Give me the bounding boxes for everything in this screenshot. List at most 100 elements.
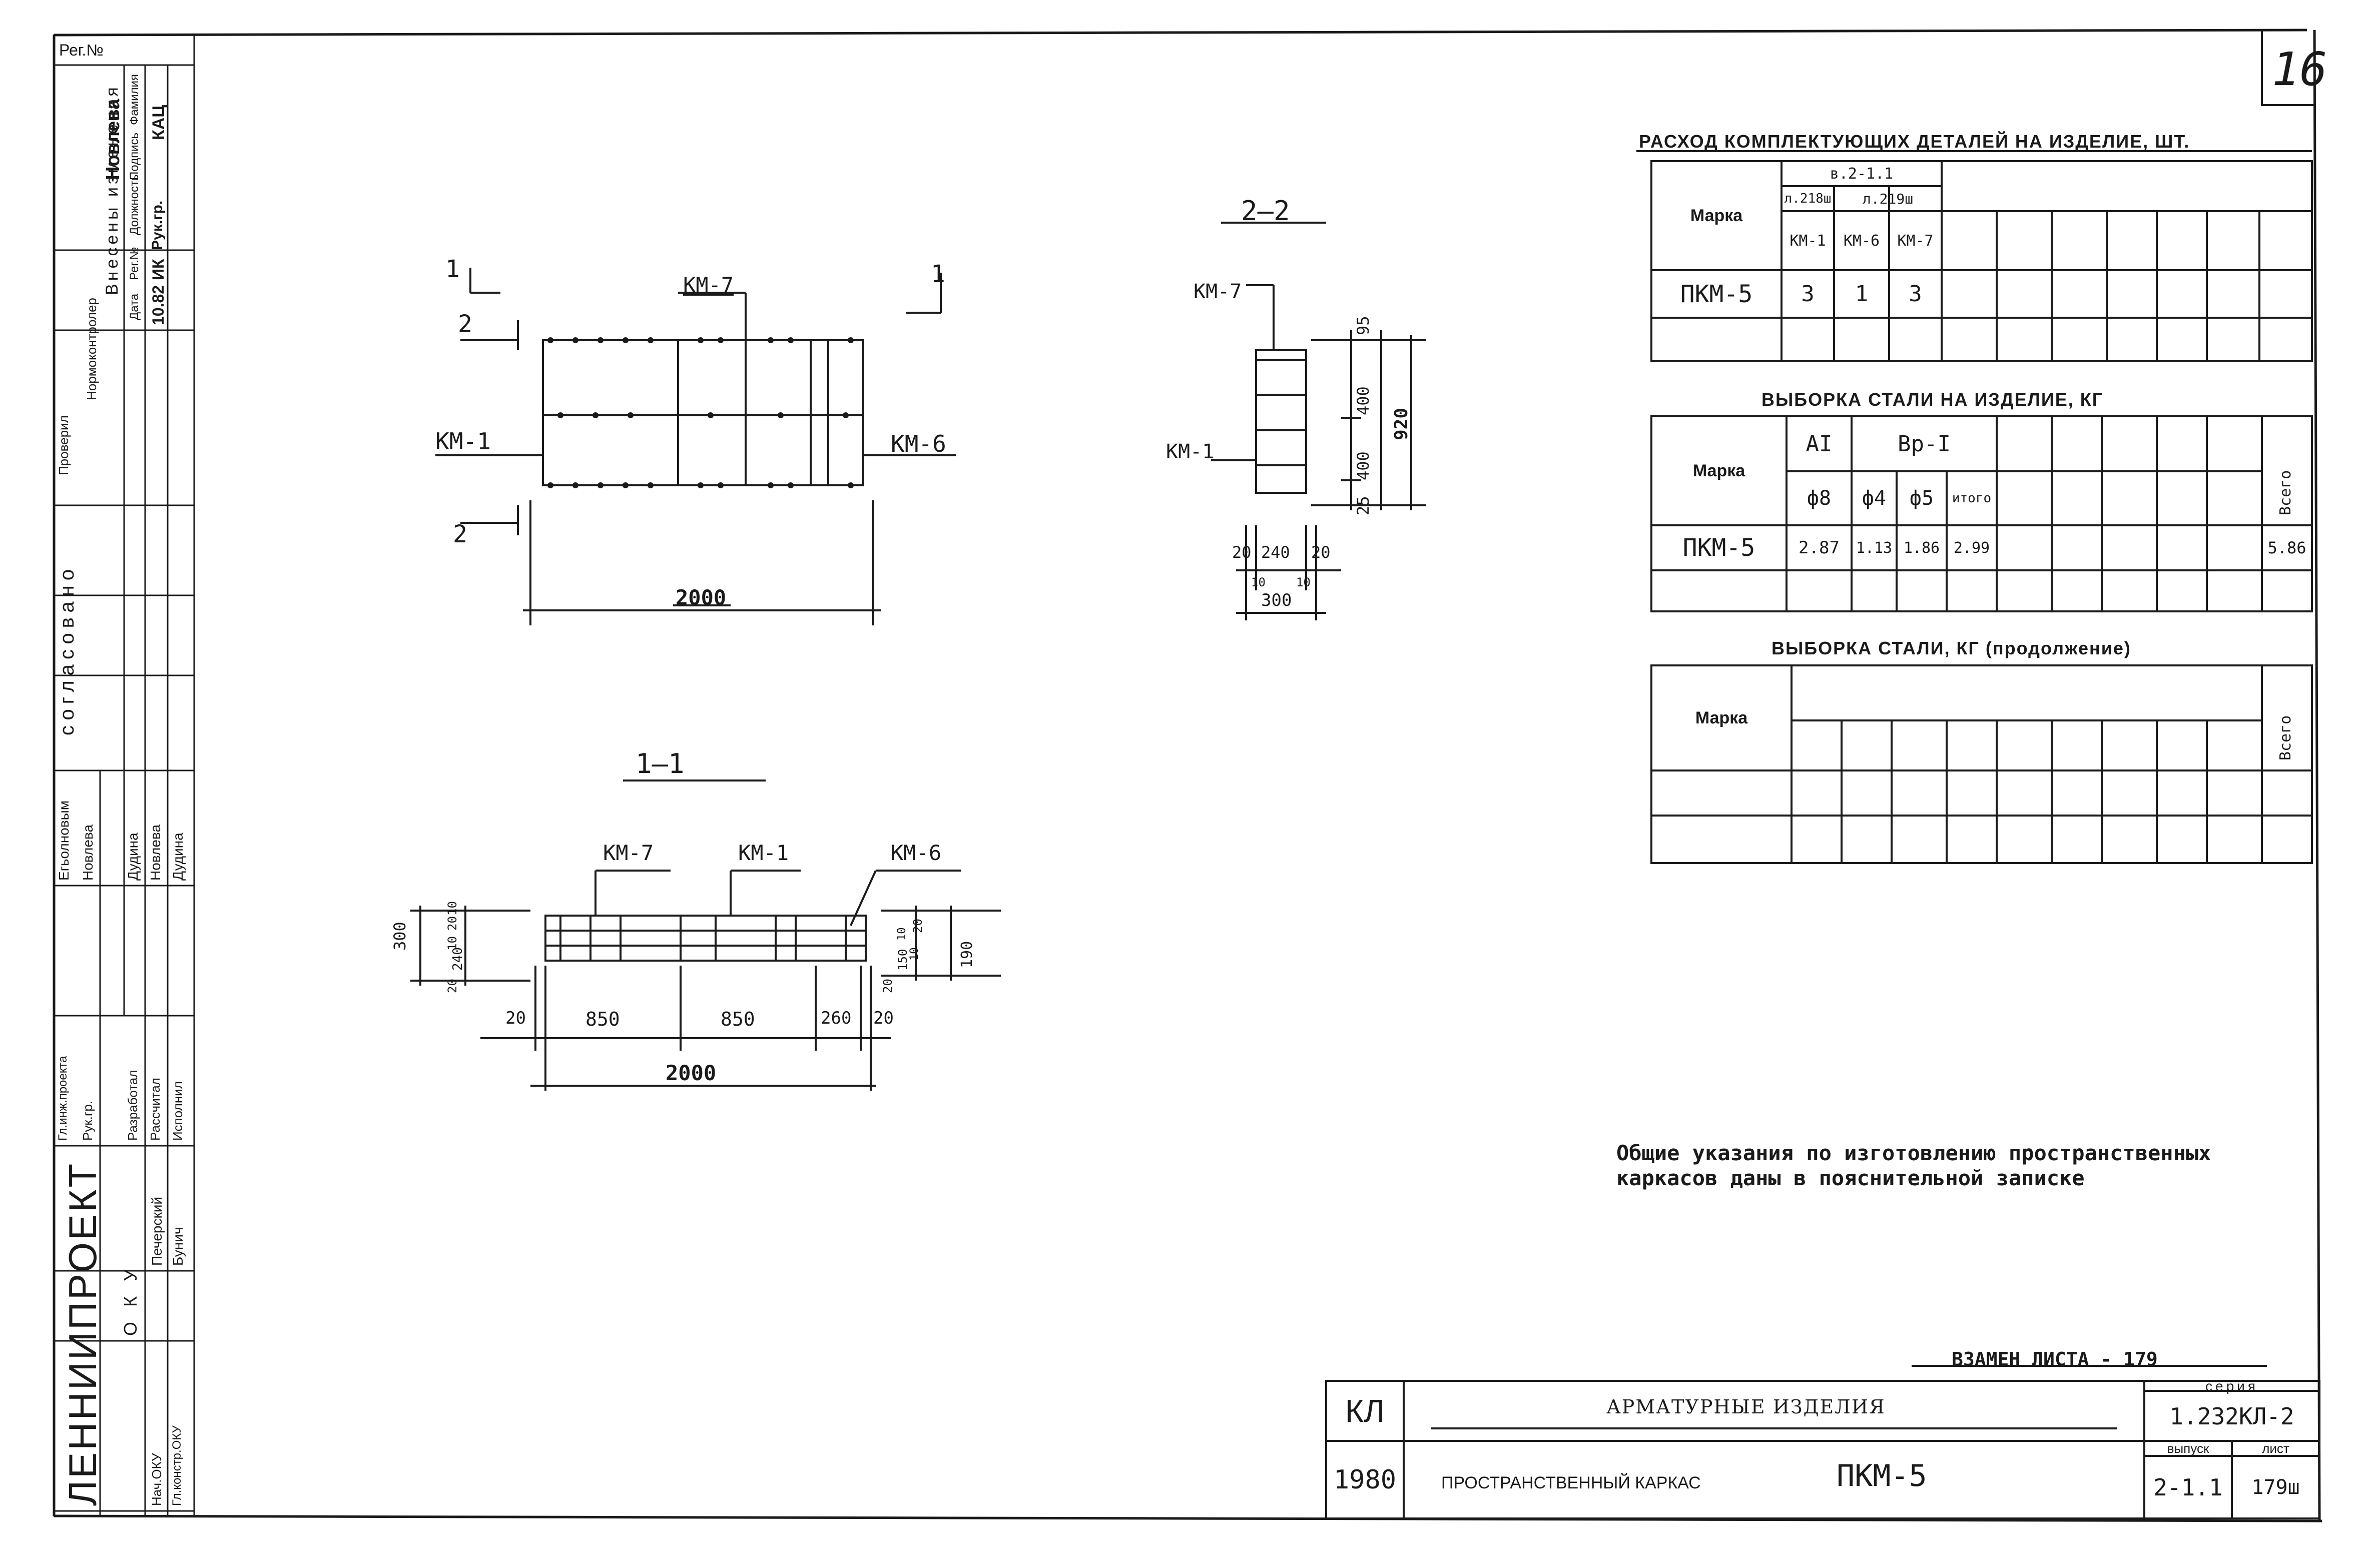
section-mark-2-top: 2 bbox=[458, 310, 472, 338]
plan-view bbox=[435, 268, 956, 625]
table2-value-a1: 2.87 bbox=[1799, 538, 1840, 558]
table1-value-km1: 3 bbox=[1801, 281, 1815, 307]
section11-right-dim-10a: 10 bbox=[896, 927, 908, 941]
section11-label-km7: КМ-7 bbox=[603, 841, 654, 865]
section11-label-km1: КМ-1 bbox=[738, 841, 789, 865]
title-block-code: КЛ bbox=[1345, 1393, 1385, 1429]
section22-total-width: 300 bbox=[1261, 590, 1292, 610]
section11-left-dim-10b: 10 bbox=[445, 901, 459, 916]
person-3: Дудина bbox=[125, 833, 141, 881]
section11-label-km6: КМ-6 bbox=[891, 841, 942, 865]
role-calculated: Рассчитал bbox=[148, 1078, 163, 1141]
table1-marka-header: Марка bbox=[1690, 206, 1743, 225]
table2-marka-header: Марка bbox=[1692, 461, 1745, 480]
section22-dim-400a: 400 bbox=[1354, 386, 1373, 415]
section11-right-dim-150: 150 bbox=[896, 949, 910, 971]
section11-right-dim-20a: 20 bbox=[911, 919, 925, 933]
sheet-frame bbox=[53, 29, 2322, 1522]
section11-right-dim-10b: 10 bbox=[908, 947, 921, 961]
table2-value-itogo: 2.99 bbox=[1953, 539, 1990, 557]
col-label-reg: Рег.№ bbox=[128, 247, 141, 280]
title-block-seriya-value: 1.232КЛ-2 bbox=[2169, 1403, 2294, 1430]
title-block-grid bbox=[1325, 1365, 2320, 1519]
change-reg: ИК bbox=[149, 259, 167, 280]
table2-class-vr1: Вр-I bbox=[1898, 431, 1951, 457]
organization-name: ЛЕННИИПРОЕКТ bbox=[61, 1161, 105, 1506]
section11-right-dim-190: 190 bbox=[958, 941, 976, 968]
section11-title: 1—1 bbox=[636, 748, 685, 779]
table2-col-d4: ф4 bbox=[1862, 487, 1887, 510]
normokontroler-label: Нормоконтролер bbox=[84, 298, 99, 400]
person-1: Егьолновым bbox=[56, 800, 72, 881]
table1-sheet-2: л.219ш bbox=[1862, 190, 1914, 207]
section22-label-km1: КМ-1 bbox=[1166, 440, 1215, 463]
section-mark-1-right: 1 bbox=[931, 260, 945, 288]
section-22-view bbox=[1211, 222, 1426, 620]
plan-label-km7: КМ-7 bbox=[683, 273, 734, 297]
table1-col-km1: КМ-1 bbox=[1790, 232, 1826, 250]
title-block-seriya-label: серия bbox=[2205, 1378, 2258, 1394]
table2-col-vsego: Всего bbox=[2277, 470, 2294, 515]
change-position: Рук.гр. bbox=[149, 200, 166, 250]
title-block-line2: ПРОСТРАНСТВЕННЫЙ КАРКАС bbox=[1441, 1473, 1701, 1492]
section22-dim-10b: 10 bbox=[1296, 575, 1311, 589]
section-11-view bbox=[410, 779, 1001, 1091]
table1-grid bbox=[1636, 150, 2313, 362]
sheet-number: 16 bbox=[2272, 43, 2327, 96]
section22-dim-95: 95 bbox=[1354, 316, 1373, 335]
section22-title: 2—2 bbox=[1241, 195, 1290, 227]
table2-grid bbox=[1650, 415, 2313, 612]
table1-sheet-1: л.218ш bbox=[1784, 191, 1832, 206]
section22-dim-20a: 20 bbox=[1232, 543, 1252, 562]
title-block-year: 1980 bbox=[1333, 1464, 1397, 1495]
section22-total-height: 920 bbox=[1391, 407, 1412, 440]
title-block-list-label: лист bbox=[2262, 1440, 2289, 1456]
general-note-line1: Общие указания по изготовлению пространс… bbox=[1616, 1141, 2211, 1165]
section11-left-dim-20b: 20 bbox=[445, 979, 459, 993]
table2-col-d5: ф5 bbox=[1909, 487, 1934, 510]
title-block-vypusk-value: 2-1.1 bbox=[2153, 1473, 2223, 1501]
table2-class-a1: АI bbox=[1806, 431, 1833, 457]
table3-marka-header: Марка bbox=[1695, 708, 1748, 727]
table3-grid bbox=[1650, 664, 2313, 864]
section22-label-km7: КМ-7 bbox=[1194, 280, 1242, 303]
table1-value-km6: 1 bbox=[1855, 281, 1869, 307]
section-mark-2-bottom: 2 bbox=[453, 520, 467, 548]
table1-col-km7: КМ-7 bbox=[1897, 232, 1934, 250]
plan-rebar-dots bbox=[547, 337, 854, 488]
section11-bottom-dim-260: 260 bbox=[821, 1008, 852, 1028]
col-label-name: Фамилия bbox=[128, 74, 141, 125]
table2-col-d8: ф8 bbox=[1807, 487, 1832, 510]
oku-person-2: Бунич bbox=[170, 1227, 186, 1266]
section11-right-dim-20b: 20 bbox=[881, 979, 895, 993]
table1-group-header: в.2-1.1 bbox=[1830, 165, 1894, 183]
top-name: Новлева bbox=[103, 99, 124, 180]
role-chief-engineer: Гл.инж.проекта bbox=[56, 1056, 70, 1141]
person-5: Дудина bbox=[170, 833, 186, 881]
section11-length-dim: 2000 bbox=[666, 1061, 717, 1085]
soglasovano-label: согласовано bbox=[56, 564, 78, 735]
table2-col-itogo: итого bbox=[1952, 491, 1992, 506]
section11-left-dim-300: 300 bbox=[390, 922, 409, 951]
plan-label-km1: КМ-1 bbox=[435, 428, 491, 455]
table1-col-km6: КМ-6 bbox=[1843, 232, 1880, 250]
oku-role-head: Нач.ОКУ bbox=[149, 1453, 164, 1506]
title-block-line1: АРМАТУРНЫЕ ИЗДЕЛИЯ bbox=[1606, 1396, 1886, 1418]
section22-dim-240: 240 bbox=[1261, 543, 1290, 562]
oku-role-chief: Гл.констр.ОКУ bbox=[170, 1425, 184, 1506]
plan-length-dim: 2000 bbox=[676, 585, 727, 610]
col-label-signature: Подпись bbox=[128, 133, 141, 180]
role-developed: Разработал bbox=[125, 1070, 140, 1141]
title-block-mark: ПКМ-5 bbox=[1837, 1458, 1927, 1493]
section11-bottom-dim-20a: 20 bbox=[505, 1008, 526, 1028]
col-label-date: Дата bbox=[128, 293, 141, 320]
sheet-number-box bbox=[2261, 30, 2314, 106]
section-mark-1-left: 1 bbox=[445, 255, 460, 283]
section11-bottom-dim-850a: 850 bbox=[585, 1008, 620, 1030]
table2-value-total: 5.86 bbox=[2267, 538, 2306, 557]
section11-bottom-dim-850b: 850 bbox=[721, 1008, 755, 1030]
change-date: 10.82 bbox=[149, 285, 167, 325]
reg-label: Рег.№ bbox=[59, 41, 104, 59]
section11-left-dim-20a: 20 bbox=[445, 916, 459, 931]
